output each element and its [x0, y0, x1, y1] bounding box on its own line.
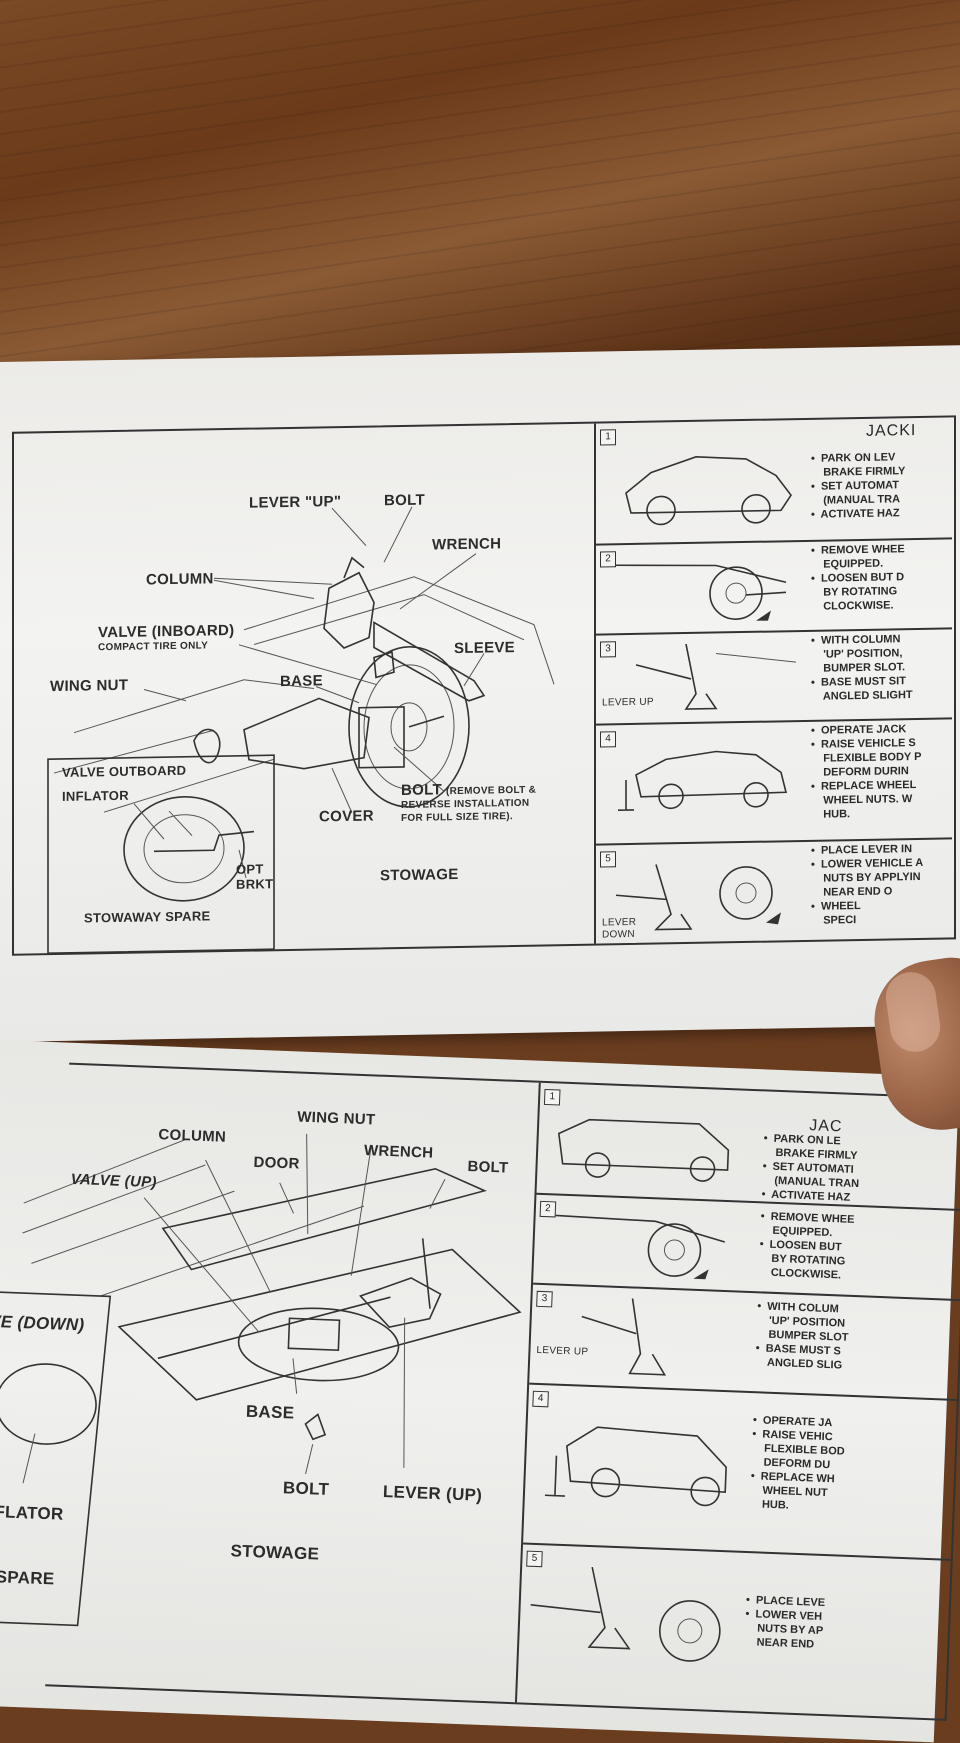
label-wing-nut: WING NUT: [50, 676, 129, 696]
lever-down-icon: [530, 1566, 721, 1662]
label-lever-up: LEVER (UP): [382, 1482, 483, 1505]
step-4: 4 • OPERATE JACK • RAISE VEHICLE S FLEXI…: [596, 717, 952, 846]
step-text: • OPERATE JA • RAISE VEHIC FLEXIBLE BOD …: [749, 1414, 845, 1512]
label-inflator: NFLATOR: [0, 1501, 64, 1524]
wooden-table: [0, 0, 960, 400]
label-bolt-note-3: FOR FULL SIZE TIRE).: [401, 811, 513, 825]
step-text: • PARK ON LE BRAKE FIRMLY • SET AUTOMATI…: [761, 1132, 860, 1204]
instructions-column: JACKI 1 • PARK ON LEV BRAKE FIRMLY • SET…: [596, 417, 952, 946]
step-3: 3 LEVER UP • WITH COLUMN 'UP' POSITION, …: [596, 627, 952, 726]
wagon-park-icon: [557, 1118, 730, 1182]
jack-position-icon: [581, 1298, 667, 1376]
down-caption: DOWN: [602, 928, 635, 941]
label-wrench: WRENCH: [432, 535, 502, 554]
label-lever-up: LEVER "UP": [249, 493, 342, 512]
step-text: • WITH COLUMN 'UP' POSITION, BUMPER SLOT…: [811, 633, 913, 703]
label-bolt-note-2: REVERSE INSTALLATION: [401, 797, 530, 812]
label-valve-up: VALVE (UP): [70, 1170, 158, 1192]
station-wagon-stowage-illustration: [0, 1133, 522, 1627]
step-text: • REMOVE WHEE EQUIPPED. • LOOSEN BUT D B…: [811, 543, 905, 613]
label-bolt-top: BOLT: [467, 1158, 509, 1177]
step-5: 5 LEVER DOWN • PLACE LEVER IN • LOWER VE…: [596, 837, 952, 946]
lever-down-icon: [615, 864, 781, 931]
step-4: 4 • OPERATE JA • RAISE VEHIC FLEXIBLE BO…: [523, 1382, 957, 1561]
label-stowage: STOWAGE: [230, 1541, 320, 1564]
label-bolt-remove: BOLT: [401, 781, 442, 800]
label-spare: Y SPARE: [0, 1567, 55, 1589]
wagon-raised-icon: [544, 1426, 727, 1507]
lever-up-caption: LEVER UP: [536, 1344, 589, 1358]
label-wrench: WRENCH: [363, 1142, 434, 1162]
label-compact-tire-only: COMPACT TIRE ONLY: [98, 640, 209, 654]
label-stowage: STOWAGE: [380, 865, 459, 885]
label-sleeve: SLEEVE: [454, 639, 515, 658]
step-text: • REMOVE WHEE EQUIPPED. • LOOSEN BUT BY …: [758, 1210, 855, 1282]
label-valve-down: VE (DOWN): [0, 1311, 85, 1335]
car-park-icon: [625, 456, 792, 526]
lever-caption: LEVER: [602, 916, 637, 929]
step-text: • OPERATE JACK • RAISE VEHICLE S FLEXIBL…: [811, 723, 922, 821]
diagram-panel-top: LEVER "UP" BOLT WRENCH COLUMN VALVE (INB…: [12, 415, 956, 956]
step-1: 1 • PARK ON LE BRAKE FIRMLY • SET AUTOMA…: [537, 1083, 960, 1209]
step-1: 1 • PARK ON LEV BRAKE FIRMLY • SET AUTOM…: [596, 417, 952, 543]
label-column: COLUMN: [146, 570, 214, 589]
label-brkt: BRKT: [236, 876, 274, 892]
label-base: BASE: [280, 672, 323, 691]
wheel-cover-icon: [555, 1214, 726, 1280]
label-base: BASE: [245, 1401, 295, 1423]
step-3: 3 LEVER UP • WITH COLUM 'UP' POSITION BU…: [529, 1282, 960, 1401]
step-text: • PLACE LEVER IN • LOWER VEHICLE A NUTS …: [811, 843, 924, 927]
label-opt: OPT: [236, 861, 264, 877]
label-wing-nut: WING NUT: [296, 1108, 376, 1129]
jack-stowage-illustration: [47, 506, 555, 954]
step-5: 5 • PLACE LEVE • LOWER VEH NUTS BY AP NE…: [516, 1542, 951, 1721]
label-door: DOOR: [253, 1153, 300, 1173]
diagram-panel-bottom: WING NUT COLUMN WRENCH DOOR BOLT VALVE (…: [0, 1062, 960, 1721]
label-inflator: INFLATOR: [62, 787, 129, 804]
label-cover: COVER: [319, 807, 374, 826]
jack-position-icon: [635, 643, 797, 710]
label-valve-inboard: VALVE (INBOARD): [98, 621, 235, 642]
label-valve-outboard: VALVE OUTBOARD: [62, 762, 187, 780]
step-text: • PLACE LEVE • LOWER VEH NUTS BY AP NEAR…: [744, 1594, 826, 1651]
step-2: 2 • REMOVE WHEE EQUIPPED. • LOOSEN BUT D…: [596, 537, 952, 636]
car-raised-icon: [618, 750, 788, 812]
step-text: • WITH COLUM 'UP' POSITION BUMPER SLOT •…: [754, 1300, 849, 1372]
label-bolt: BOLT: [384, 491, 425, 510]
label-column: COLUMN: [158, 1126, 227, 1146]
manual-page-bottom: WING NUT COLUMN WRENCH DOOR BOLT VALVE (…: [0, 1040, 960, 1743]
label-bolt-note-1: (REMOVE BOLT &: [446, 784, 537, 798]
label-bolt-bottom: BOLT: [282, 1478, 330, 1499]
lever-up-caption: LEVER UP: [602, 696, 654, 709]
manual-page-top: LEVER "UP" BOLT WRENCH COLUMN VALVE (INB…: [0, 345, 960, 1042]
step-text: • PARK ON LEV BRAKE FIRMLY • SET AUTOMAT…: [811, 451, 906, 521]
instructions-column: JAC 1 • PARK ON LE BRAKE FIRMLY • SET AU…: [516, 1083, 960, 1721]
label-stowaway-spare: STOWAWAY SPARE: [84, 908, 211, 926]
wood-grain: [0, 0, 960, 400]
step-2: 2 • REMOVE WHEE EQUIPPED. • LOOSEN BUT B…: [533, 1192, 960, 1302]
wheel-cover-icon: [615, 564, 787, 621]
